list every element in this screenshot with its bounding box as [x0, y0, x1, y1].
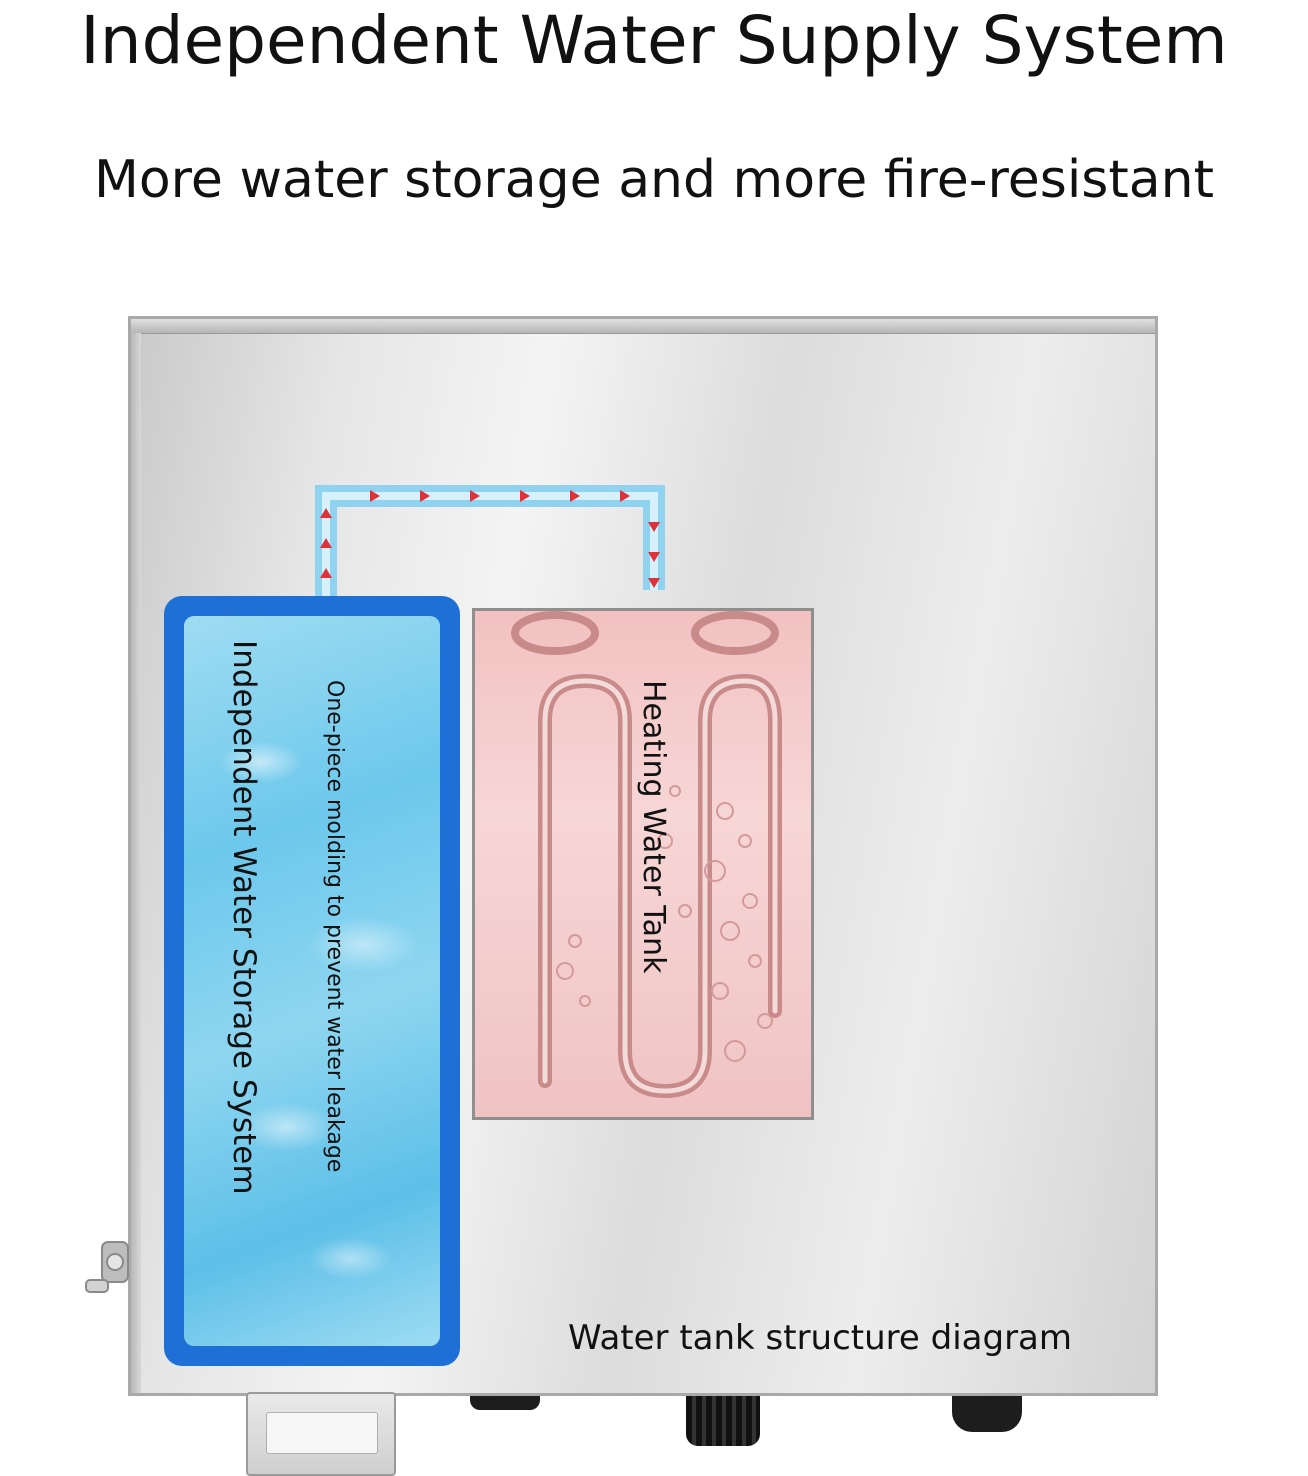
flow-arrow: [648, 522, 660, 532]
heating-tank-label: Heating Water Tank: [636, 680, 671, 974]
flow-arrow: [648, 552, 660, 562]
storage-note-label: One-piece molding to prevent water leaka…: [322, 680, 347, 1173]
independent-water-storage-panel: [164, 596, 460, 1366]
drain-outlet: [246, 1392, 396, 1476]
flow-arrow: [370, 490, 380, 502]
diagram-caption: Water tank structure diagram: [568, 1318, 1073, 1358]
drain-slot: [266, 1412, 378, 1454]
cabinet-foot: [952, 1396, 1022, 1432]
storage-system-label: Independent Water Storage System: [226, 640, 262, 1195]
flow-arrow: [420, 490, 430, 502]
flow-arrow: [570, 490, 580, 502]
heating-element-graphic: [511, 611, 782, 1099]
water-tap-icon: [85, 1241, 129, 1293]
page-subtitle: More water storage and more fire-resista…: [94, 150, 1214, 210]
flow-arrow: [320, 538, 332, 548]
control-knob: [686, 1396, 760, 1446]
flow-arrow: [520, 490, 530, 502]
flow-arrow: [320, 508, 332, 518]
flow-arrow: [470, 490, 480, 502]
cabinet-foot: [470, 1396, 540, 1410]
heating-water-tank-window: [472, 608, 814, 1120]
flow-arrow: [648, 578, 660, 588]
connecting-pipe: [315, 485, 665, 605]
bubbles: [556, 785, 773, 1062]
cabinet-side-edge: [131, 333, 141, 1393]
page-title: Independent Water Supply System: [80, 2, 1228, 79]
cabinet-top-lip: [131, 319, 1155, 334]
flow-arrow: [320, 568, 332, 578]
water-texture: [184, 616, 440, 1346]
flow-arrow: [620, 490, 630, 502]
flow-arrows: [320, 490, 660, 588]
